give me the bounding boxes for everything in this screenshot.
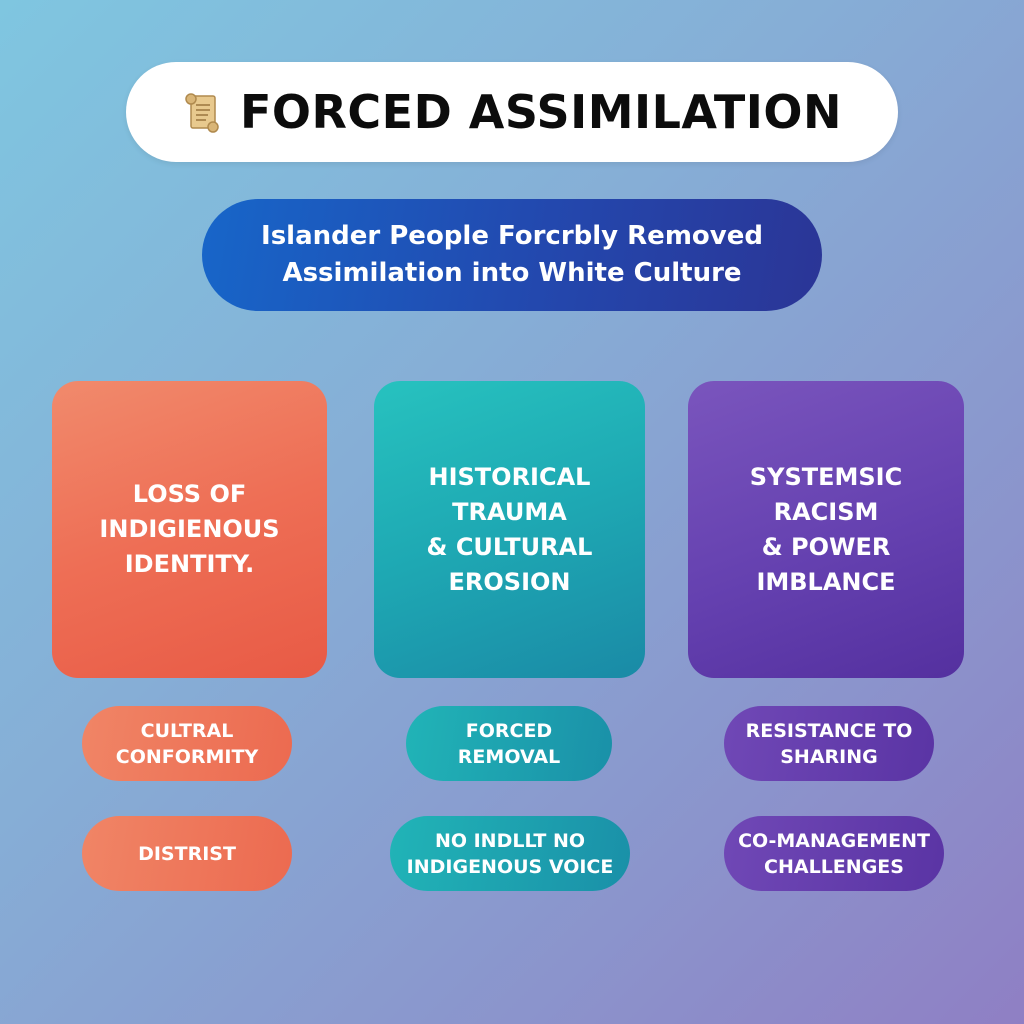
pill-label: CO-MANAGEMENT CHALLENGES — [738, 829, 930, 878]
pill-distrust: DISTRIST — [82, 816, 292, 891]
pill-label: NO INDLLT NO INDIGENOUS VOICE — [406, 829, 614, 878]
card-historical-trauma: HISTORICAL TRAUMA & CULTURAL EROSION — [374, 381, 645, 678]
card-label: HISTORICAL TRAUMA & CULTURAL EROSION — [426, 462, 593, 596]
pill-label: FORCED REMOVAL — [457, 719, 561, 768]
title-banner: FORCED ASSIMILATION — [126, 62, 898, 162]
page-title: FORCED ASSIMILATION — [239, 85, 843, 139]
card-systemic-racism: SYSTEMSIC RACISM & POWER IMBLANCE — [688, 381, 964, 678]
subtitle-banner: Islander People Forcrbly Removed Assimil… — [202, 199, 822, 311]
scroll-icon — [185, 93, 219, 133]
pill-resistance-to-sharing: RESISTANCE TO SHARING — [724, 706, 934, 781]
pill-no-indigenous-voice: NO INDLLT NO INDIGENOUS VOICE — [390, 816, 630, 891]
pill-co-management-challenges: CO-MANAGEMENT CHALLENGES — [724, 816, 944, 891]
pill-label: RESISTANCE TO SHARING — [745, 719, 913, 768]
card-loss-of-identity: LOSS OF INDIGIENOUS IDENTITY. — [52, 381, 327, 678]
pill-label: CULTRAL CONFORMITY — [115, 719, 259, 768]
card-label: SYSTEMSIC RACISM & POWER IMBLANCE — [749, 462, 903, 596]
pill-label: DISTRIST — [138, 842, 236, 865]
pill-cultural-conformity: CULTRAL CONFORMITY — [82, 706, 292, 781]
card-label: LOSS OF INDIGIENOUS IDENTITY. — [99, 480, 280, 578]
subtitle-line-2: Assimilation into White Culture — [282, 258, 742, 288]
subtitle-line-1: Islander People Forcrbly Removed — [261, 221, 763, 251]
pill-forced-removal: FORCED REMOVAL — [406, 706, 612, 781]
